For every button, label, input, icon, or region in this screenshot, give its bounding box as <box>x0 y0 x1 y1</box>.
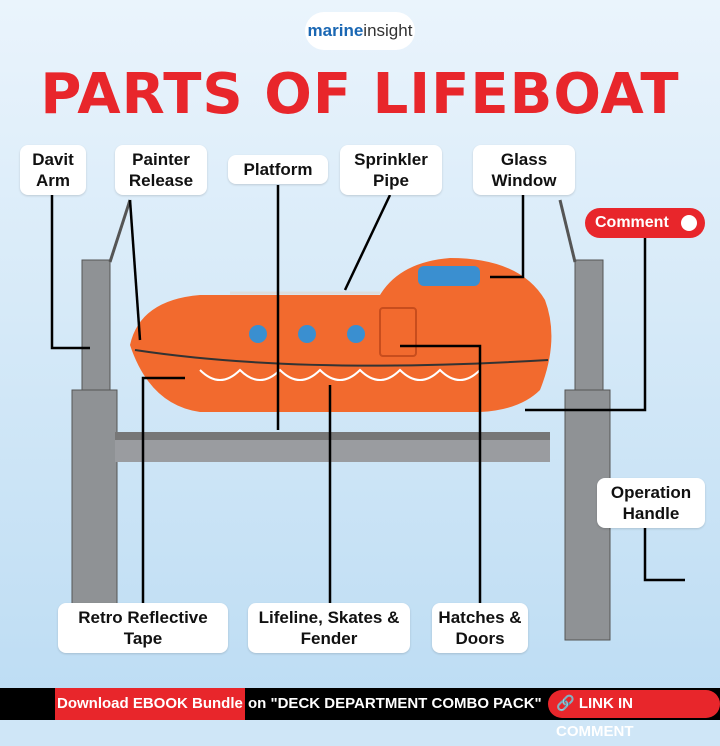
promo-banner: Download EBOOK Bundle on "DECK DEPARTMEN… <box>0 688 720 740</box>
label-lifeline-skates-fender: Lifeline, Skates & Fender <box>248 603 410 653</box>
label-glass-window: Glass Window <box>473 145 575 195</box>
hull <box>130 258 552 412</box>
comment-button[interactable]: Comment <box>585 208 705 238</box>
link-in-comment-button[interactable]: 🔗 LINK IN COMMENT <box>548 690 720 740</box>
label-painter-release: Painter Release <box>115 145 207 195</box>
combo-pack-text: on "DECK DEPARTMENT COMBO PACK" <box>248 695 542 712</box>
pointer-arrows <box>50 185 685 603</box>
label-davit-arm: Davit Arm <box>20 145 86 195</box>
platform <box>115 432 550 462</box>
marine-insight-logo: marineinsight <box>305 12 415 50</box>
label-hatches-doors: Hatches & Doors <box>432 603 528 653</box>
download-ebook-text: Download EBOOK Bundle <box>55 688 245 720</box>
comment-bubble-icon <box>681 215 697 231</box>
label-retro-reflective-tape: Retro Reflective Tape <box>58 603 228 653</box>
left-davit <box>71 199 132 641</box>
page-title: PARTS OF LIFEBOAT <box>40 62 680 127</box>
lifeboat-illustration <box>50 185 685 641</box>
label-platform: Platform <box>228 155 328 184</box>
label-operation-handle: Operation Handle <box>597 478 705 528</box>
right-davit <box>558 199 611 641</box>
label-sprinkler-pipe: Sprinkler Pipe <box>340 145 442 195</box>
